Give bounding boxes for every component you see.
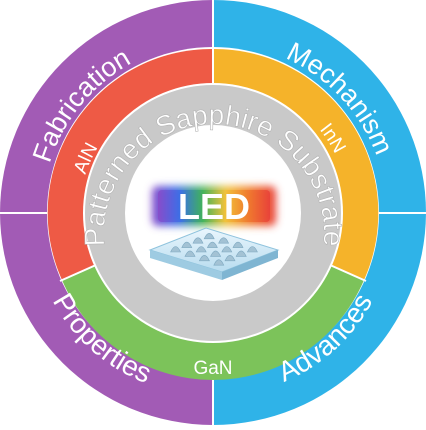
- substrate-cone: [235, 250, 247, 257]
- substrate-cone: [210, 250, 222, 257]
- substrate-cone: [170, 246, 182, 253]
- substrate-cone: [224, 255, 236, 262]
- substrate-cone: [221, 246, 233, 253]
- substrate-cone: [246, 246, 258, 253]
- substrate-cone: [206, 241, 218, 248]
- label-gan: GaN: [193, 358, 232, 379]
- patterned-substrate-icon: [148, 227, 280, 280]
- substrate-cone: [218, 237, 230, 244]
- substrate-cone: [195, 246, 207, 253]
- led-label: LED: [178, 186, 250, 227]
- substrate-cone: [213, 259, 225, 266]
- led-rainbow-graphic: [152, 186, 276, 226]
- substrate-cone: [232, 241, 244, 248]
- substrate-cone: [203, 233, 215, 240]
- substrate-cone: [184, 250, 196, 257]
- substrate-cone: [192, 237, 204, 244]
- substrate-cone: [198, 255, 210, 262]
- substrate-cone: [181, 241, 193, 248]
